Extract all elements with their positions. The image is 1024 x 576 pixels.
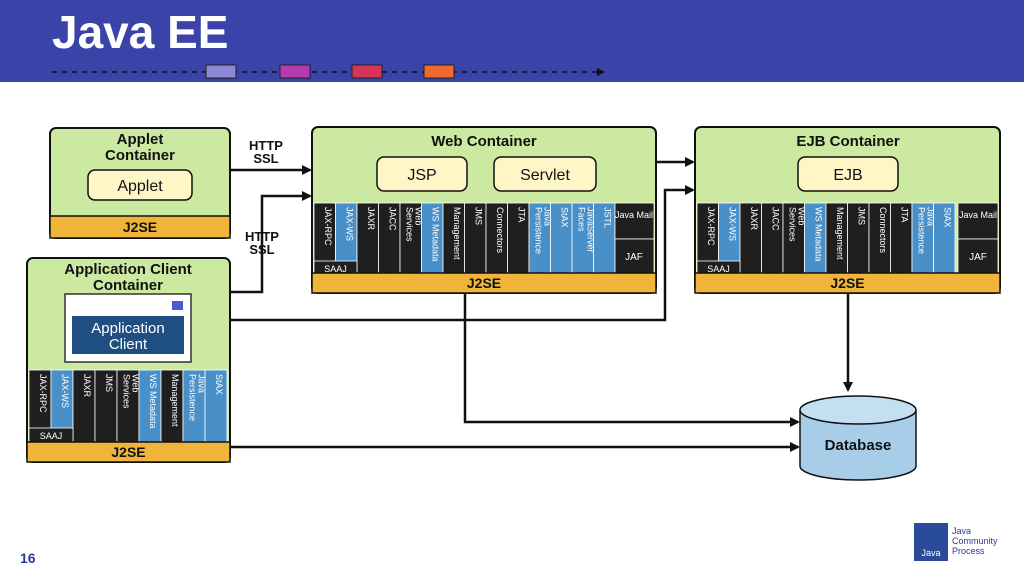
app-client-api-label-3: JMS — [104, 374, 114, 392]
appclient-to-ejb-arrow — [230, 185, 695, 322]
applet-box-label: Applet — [117, 178, 163, 195]
ejb-javamail — [957, 202, 999, 240]
window-button-icon — [172, 301, 183, 310]
ejb-jaf-label: JAF — [969, 252, 987, 263]
nav-marker-1 — [205, 64, 237, 79]
app-client-title-1: Application Client — [64, 261, 192, 278]
ejb-api-label-3: JACC — [770, 207, 780, 231]
web-api-label-0: JAX-RPC — [323, 207, 333, 246]
ejb-box — [797, 156, 899, 192]
protocol-http-1: HTTP — [249, 138, 283, 153]
ejb-api-label-9: JTA — [899, 207, 909, 222]
ejb-api-label-10: JavaPersistence — [916, 207, 935, 254]
ejb-saaj-label: SAAJ — [707, 264, 730, 274]
jcp-logo-text: Java Community Process — [952, 526, 998, 556]
web-api-label-13: JSTL — [602, 207, 612, 228]
app-client-api-label-2: JAXR — [82, 374, 92, 398]
web-api-label-4: WebServices — [404, 207, 423, 242]
ejb-api-label-2: JAXR — [749, 207, 759, 231]
web-jaf-label: JAF — [625, 252, 643, 263]
web-api-label-7: JMS — [473, 207, 483, 225]
jsp-box — [376, 156, 468, 192]
ejb-container-title: EJB Container — [796, 133, 900, 150]
applet-container-title-2: Container — [105, 147, 175, 164]
ejb-api-label-8: Connectors — [878, 207, 888, 254]
web-api-label-9: JTA — [516, 207, 526, 222]
web-api-label-5: WS Metadata — [430, 207, 440, 262]
ejb-api-label-7: JMS — [856, 207, 866, 225]
ejb-api-label-1: JAX-WS — [727, 207, 737, 241]
web-api-label-1: JAX-WS — [344, 207, 354, 241]
applet-container-title-1: Applet — [117, 131, 164, 148]
app-client-api-label-6: Management — [170, 374, 180, 427]
app-client-title-2: Container — [93, 277, 163, 294]
servlet-box — [493, 156, 597, 192]
database-cylinder — [799, 410, 917, 481]
app-client-j2se — [26, 441, 231, 463]
app-client-label-2: Client — [109, 336, 148, 353]
ejb-api-label-5: WS Metadata — [813, 207, 823, 262]
app-client-api-label-1: JAX-WS — [60, 374, 70, 408]
web-container-title: Web Container — [431, 133, 537, 150]
app-client-saaj-label: SAAJ — [40, 431, 63, 441]
app-client-api-label-0: JAX-RPC — [38, 374, 48, 413]
web-javamail — [614, 202, 655, 240]
ejb-j2se-label: J2SE — [830, 275, 864, 291]
nav-marker-2 — [279, 64, 311, 79]
ejb-jaf — [957, 238, 999, 276]
ejb-javamail-label: Java Mail — [959, 210, 997, 220]
ejb-api-label-11: StAX — [942, 207, 952, 228]
ejb-api-label-6: Management — [835, 207, 845, 260]
web-api-label-12: JavaServerFaces — [576, 207, 595, 253]
web-j2se-label: J2SE — [467, 275, 501, 291]
ejb-box-label: EJB — [833, 167, 862, 184]
database-label: Database — [825, 437, 892, 454]
ejb-api-label-4: WebServices — [787, 207, 806, 242]
jcp-logo: Java Java Community Process — [914, 523, 1018, 561]
web-jaf — [614, 238, 655, 276]
app-client-api-label-4: WebServices — [122, 374, 141, 409]
applet-j2se-label: J2SE — [123, 219, 157, 235]
appclient-to-web-arrow — [230, 191, 312, 294]
app-client-api-label-8: StAX — [214, 374, 224, 395]
web-to-database-arrow — [463, 293, 800, 427]
database-top — [799, 395, 917, 425]
web-javamail-label: Java Mail — [615, 210, 653, 220]
app-client-api-label-5: WS Metadata — [148, 374, 158, 429]
protocol-http-2: HTTP — [245, 229, 279, 244]
app-client-label-1: Application — [91, 320, 164, 337]
protocol-ssl-1: SSL — [253, 151, 278, 166]
title-bar: Java EE — [0, 0, 1024, 82]
ejb-api-label-0: JAX-RPC — [706, 207, 716, 246]
web-api-label-2: JAXR — [366, 207, 376, 231]
slide-number: 16 — [20, 550, 36, 566]
web-api-label-11: StAX — [559, 207, 569, 228]
servlet-box-label: Servlet — [520, 167, 570, 184]
applet-j2se — [49, 215, 231, 239]
web-api-label-6: Management — [452, 207, 462, 260]
web-api-label-10: JavaPersistence — [533, 207, 552, 254]
web-j2se — [311, 272, 657, 294]
web-api-label-8: Connectors — [495, 207, 505, 254]
slide-title: Java EE — [52, 6, 229, 58]
nav-marker-3 — [351, 64, 383, 79]
web-saaj-label: SAAJ — [324, 264, 347, 274]
jsp-box-label: JSP — [407, 167, 436, 184]
app-client-api-label-7: JavaPersistence — [188, 374, 207, 421]
app-client-j2se-label: J2SE — [111, 444, 145, 460]
nav-marker-4 — [423, 64, 455, 79]
java-logo-icon: Java — [914, 523, 948, 561]
protocol-ssl-2: SSL — [249, 242, 274, 257]
web-api-label-3: JACC — [387, 207, 397, 231]
app-client-screen — [72, 316, 184, 354]
applet-box — [87, 169, 193, 201]
